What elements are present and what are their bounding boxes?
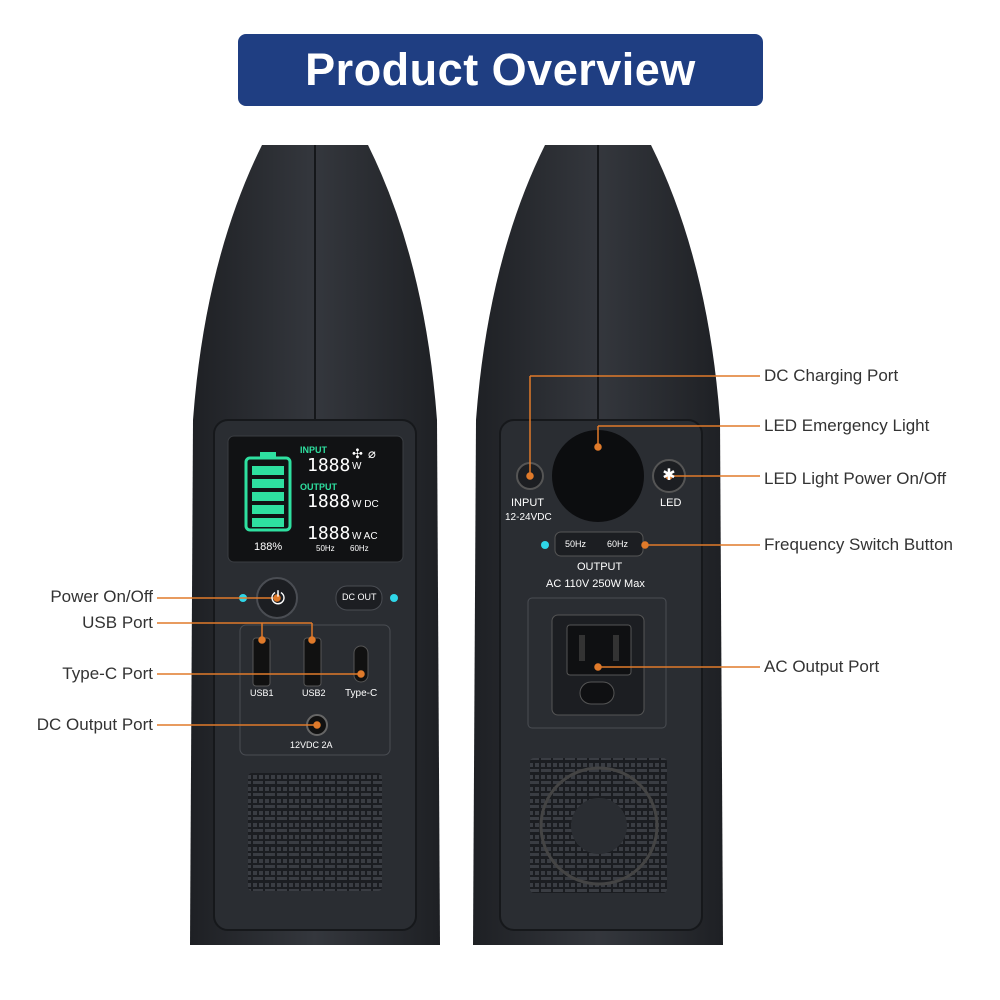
fan-icon: ✣ — [352, 446, 363, 461]
lcd-dc-value: 1888 — [307, 491, 351, 512]
callout-lines — [157, 375, 760, 729]
sun-icon: ✱ — [662, 467, 676, 484]
callout-led-power: LED Light Power On/Off — [764, 469, 947, 488]
lcd-ac-unit: W AC — [352, 531, 378, 542]
lcd-dc-unit: W DC — [352, 499, 379, 510]
callout-led-emergency: LED Emergency Light — [764, 416, 930, 435]
dc-out-button[interactable]: DC OUT — [342, 592, 377, 602]
callout-freq-switch: Frequency Switch Button — [764, 535, 953, 554]
lcd-output-label: OUTPUT — [300, 482, 337, 492]
lcd-ac-value: 1888 — [307, 523, 351, 544]
front-device — [190, 145, 440, 945]
lcd-input-unit: W — [352, 461, 362, 472]
page-title: Product Overview — [305, 44, 696, 95]
thermometer-icon: ⌀ — [368, 446, 376, 461]
lcd-hz-50: 50Hz — [316, 544, 335, 553]
callout-power: Power On/Off — [50, 587, 153, 606]
lcd-input-label: INPUT — [300, 445, 327, 455]
typec-label: Type-C — [345, 688, 378, 699]
freq-60-button[interactable]: 60Hz — [607, 539, 629, 549]
usb2-label: USB2 — [302, 688, 326, 698]
back-ac-spec: AC 110V 250W Max — [546, 578, 645, 590]
callout-dc-output: DC Output Port — [36, 715, 153, 734]
usb1-label: USB1 — [250, 688, 274, 698]
callout-dc-charging: DC Charging Port — [764, 366, 899, 385]
title-banner: Product Overview — [238, 34, 763, 106]
lcd-hz-60: 60Hz — [350, 544, 369, 553]
callout-typec: Type-C Port — [62, 664, 153, 683]
led-label: LED — [660, 497, 682, 509]
lcd-input-value: 1888 — [307, 455, 351, 476]
freq-50-button[interactable]: 50Hz — [565, 539, 587, 549]
back-output-label: OUTPUT — [577, 561, 623, 573]
back-input-spec: 12-24VDC — [505, 512, 552, 523]
back-input-label: INPUT — [511, 497, 544, 509]
power-button[interactable]: ⏻ — [267, 586, 289, 610]
dc-port-label: 12VDC 2A — [290, 740, 333, 750]
callout-ac-output: AC Output Port — [764, 657, 880, 676]
led-power-button[interactable]: ✱ — [657, 464, 681, 488]
power-icon: ⏻ — [270, 588, 286, 608]
callout-usb: USB Port — [82, 613, 153, 632]
back-device — [473, 145, 723, 945]
lcd-battery-percent: 188% — [254, 541, 283, 553]
